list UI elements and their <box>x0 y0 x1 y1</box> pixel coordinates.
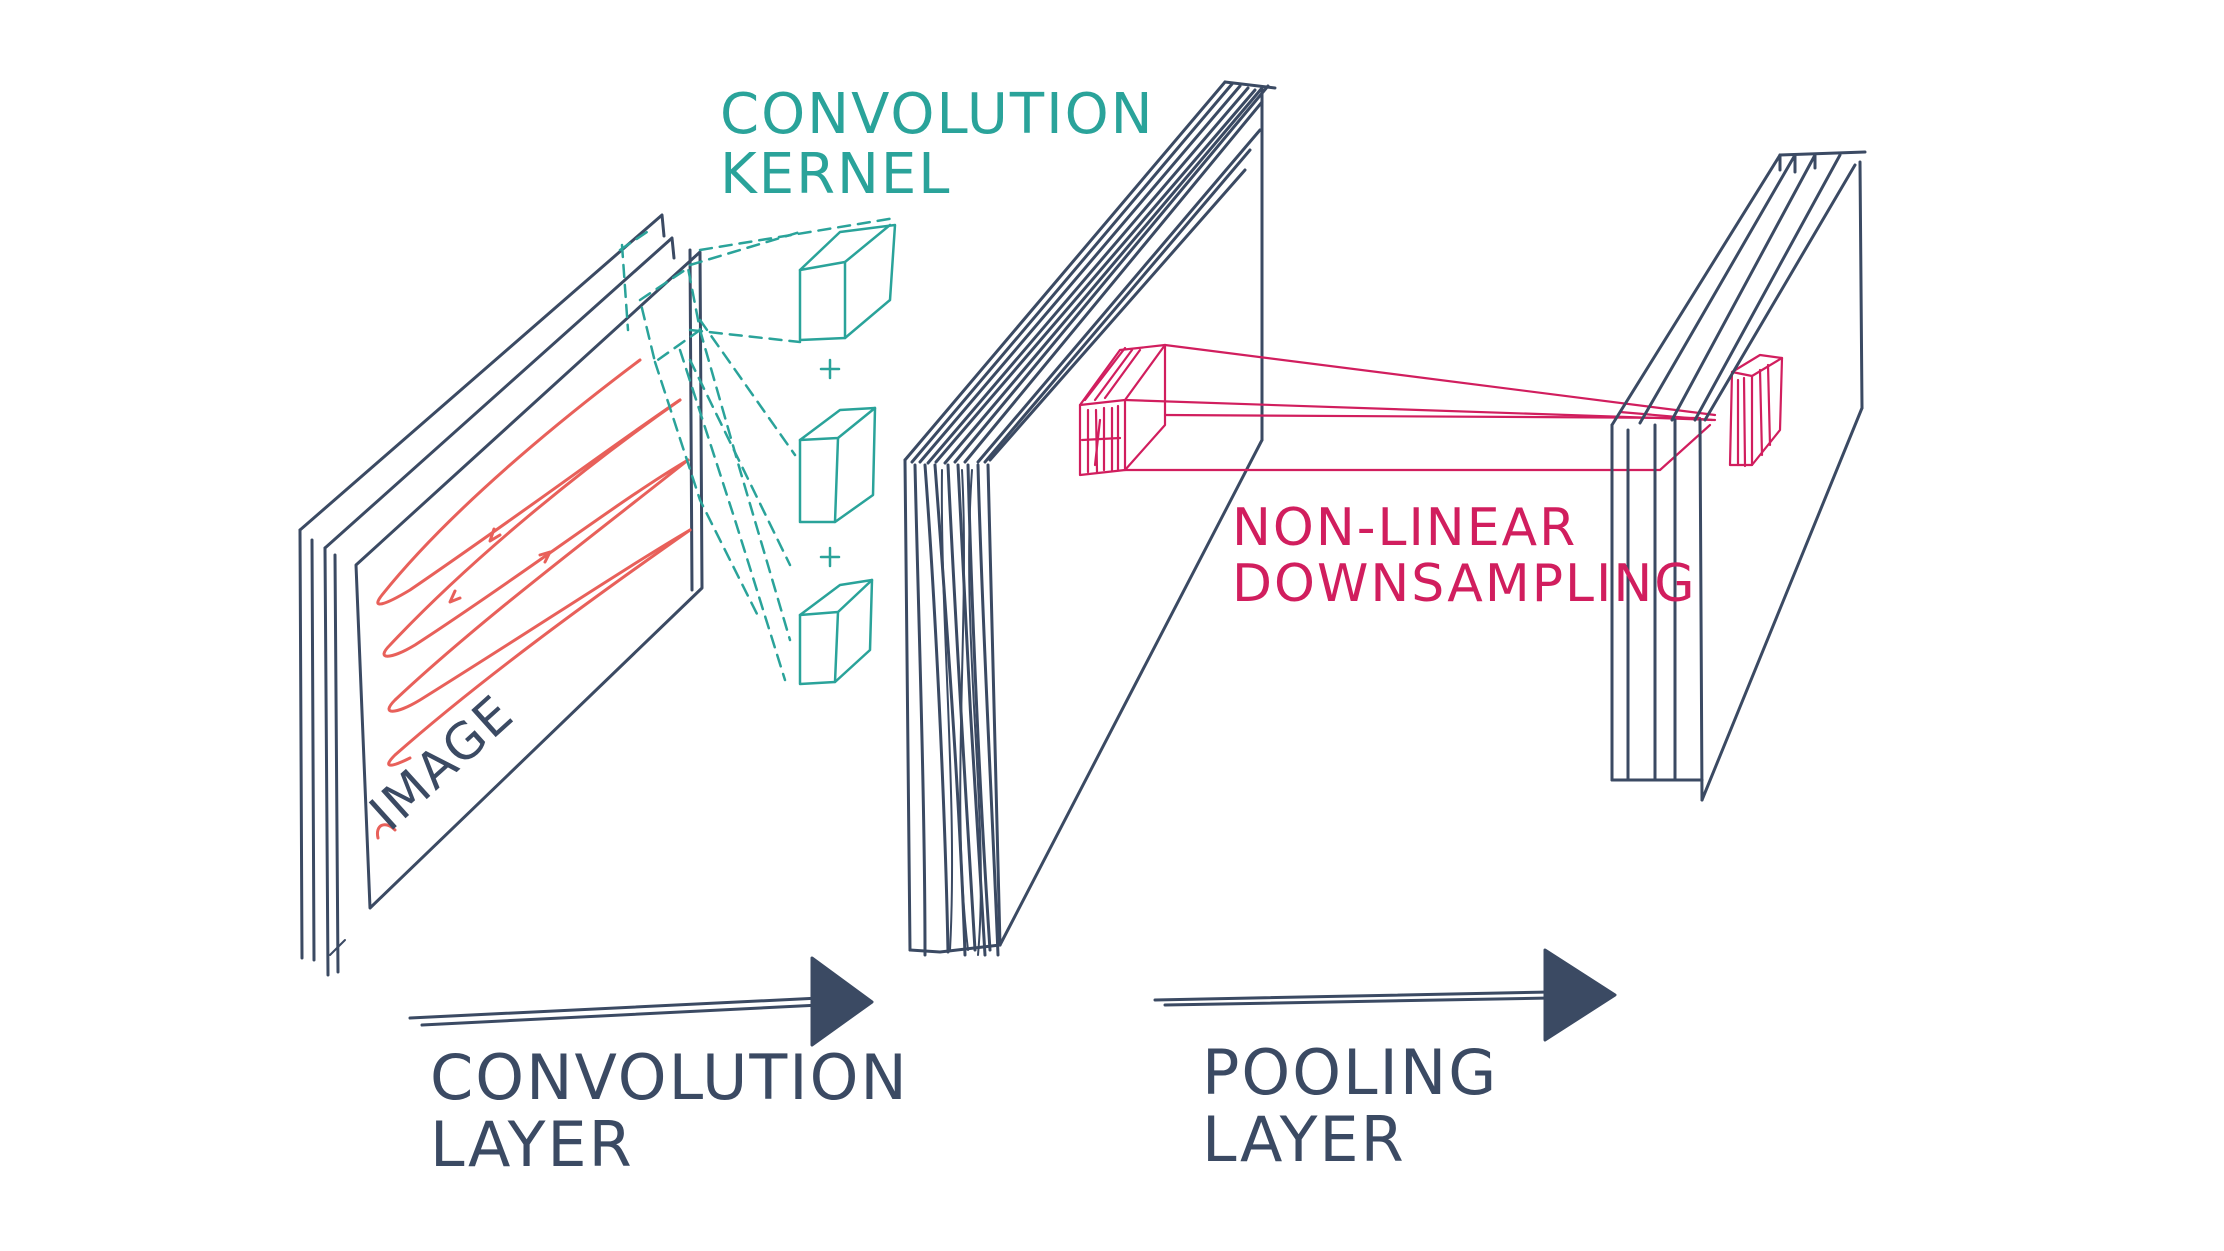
non-linear-downsampling-label: NON-LINEAR DOWNSAMPLING <box>1232 500 1697 612</box>
convolution-layer-label: CONVOLUTION LAYER <box>430 1045 909 1179</box>
pooling-feature-maps <box>1612 152 1865 800</box>
convolution-kernel-label: CONVOLUTION KERNEL <box>720 85 1155 206</box>
convolution-feature-maps <box>905 82 1275 955</box>
convolution-arrow <box>410 958 872 1045</box>
pooling-layer-label: POOLING LAYER <box>1202 1040 1498 1174</box>
pooling-arrow <box>1155 950 1615 1040</box>
input-image-plane <box>300 215 702 975</box>
